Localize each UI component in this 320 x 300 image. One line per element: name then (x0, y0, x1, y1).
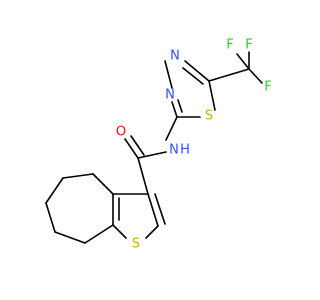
bond-c5-c6 (45, 177, 64, 204)
bond-c2-s (145, 225, 159, 239)
atom-N-thiadiazole-1: N (170, 49, 180, 64)
bond-n4-n3 (164, 60, 173, 89)
molecule-structure: F F F N N S O N H S (45, 38, 272, 252)
atom-N-thiadiazole-2: N (165, 88, 175, 103)
bond-co-1 (124, 138, 139, 159)
bond-nh-carbonyl (137, 151, 167, 159)
bond-c6-c7 (45, 202, 56, 233)
bond-c8-c7a (84, 224, 114, 244)
atom-F-left: F (226, 38, 233, 53)
bond-n3-c2 (171, 101, 178, 118)
bond-c2-nh (165, 116, 178, 141)
atom-S-thiophene: S (132, 237, 140, 252)
atom-F-right: F (264, 80, 271, 95)
bond-s1-c5 (208, 80, 216, 111)
bond-c4-c5 (62, 173, 94, 179)
atom-F-top: F (245, 38, 252, 53)
bond-n3-c2-double (177, 99, 183, 113)
bonds (45, 51, 263, 244)
bond-c7-c8 (54, 231, 86, 244)
atom-labels: F F F N N S O N H S (116, 38, 272, 252)
bond-c5-n4 (184, 60, 210, 82)
bond-cf3-ring (208, 68, 250, 82)
atom-N-amide: N (169, 143, 179, 158)
bond-carbonyl-c3 (137, 157, 149, 195)
bond-cf3-f-right (248, 68, 263, 84)
atom-H-amide: H (180, 143, 190, 158)
atom-O-carbonyl: O (116, 125, 126, 140)
bond-cf3-f-left (236, 53, 250, 70)
bond-c5-n4-double (182, 67, 204, 85)
bond-c3a-c4 (92, 173, 114, 195)
atom-S-thiadiazole: S (205, 109, 213, 124)
bond-c3-c2 (147, 193, 159, 227)
bond-co-2 (130, 135, 145, 156)
bond-s-c7a (112, 224, 127, 239)
bond-c3-c2-double (154, 193, 166, 225)
